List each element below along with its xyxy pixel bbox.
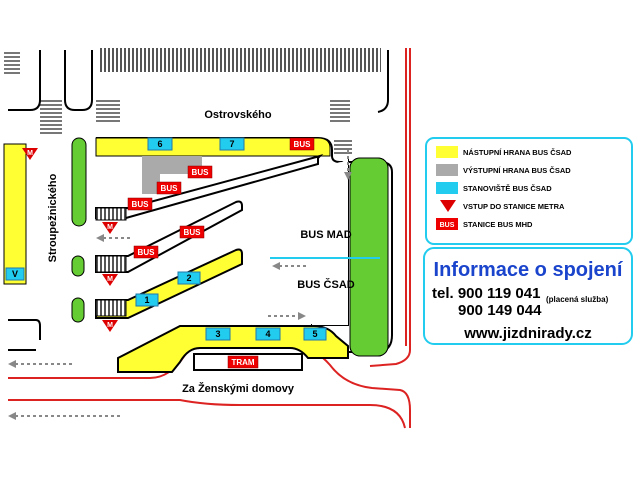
left-platform: [3, 143, 27, 285]
legend-swatch-bus: [436, 218, 458, 230]
area-bus-csad: BUS ČSAD: [297, 278, 355, 291]
street-top-label: Ostrovského: [204, 109, 272, 121]
stand-2-box: [177, 271, 201, 285]
green-strip-low: [71, 297, 85, 323]
exit-area-block: [142, 172, 160, 194]
island-lower-exit: [95, 299, 127, 317]
bus-stop-label: BUS: [138, 248, 156, 257]
stand-2-label: 2: [186, 273, 191, 283]
bottom-platform: [117, 325, 349, 373]
legend-label-3: VSTUP DO STANICE METRA: [463, 202, 565, 211]
crosswalk-left-edge: [4, 52, 20, 76]
metro-label: M: [107, 322, 113, 329]
info-note: (placená služba): [546, 295, 609, 304]
bus-stop-label: BUS: [132, 200, 150, 209]
tram-stop-label: TRAM: [231, 358, 254, 367]
stand-6-label: 6: [157, 139, 162, 149]
bus-stop-box: [133, 245, 159, 259]
bus-stop-label: BUS: [192, 168, 210, 177]
metro-icon: [102, 320, 118, 332]
metro-icon: [22, 148, 38, 160]
area-bus-mad: BUS MAD: [300, 229, 351, 241]
legend: BUS NÁSTUPNÍ HRANA BUS ČSAD VÝSTUPNÍ HRA…: [425, 137, 633, 245]
stand-5-label: 5: [312, 329, 317, 339]
info-frame: [423, 247, 633, 345]
legend-label-2: STANOVIŠTĚ BUS ČSAD: [463, 184, 552, 193]
stand-7-box: [219, 137, 245, 151]
street-left-label: Stroupežnického: [47, 173, 59, 262]
green-mask: [312, 158, 348, 325]
crosswalk-left-top: [40, 100, 62, 136]
stand-1-label: 1: [144, 295, 149, 305]
green-strip-mid: [71, 255, 85, 277]
legend-label-4: STANICE BUS MHD: [463, 220, 533, 229]
island-middle-exit: [95, 255, 127, 273]
crosswalk-right: [334, 138, 352, 154]
bus-stop-box: [127, 197, 153, 211]
stand-3-label: 3: [215, 329, 220, 339]
legend-box: [425, 137, 633, 245]
crosswalk-top-left: [96, 100, 120, 124]
street-bottom-label: Za Ženskými domovy: [182, 382, 295, 395]
bus-stop-box: [187, 165, 213, 179]
metro-label: M: [27, 150, 33, 157]
stand-6-box: [147, 137, 173, 151]
info-phone2: 900 149 044: [458, 302, 542, 319]
info-phone1: tel. 900 119 041: [432, 285, 540, 302]
legend-bus-swatch-text: BUS: [440, 222, 455, 229]
exit-area-top: [142, 156, 202, 174]
metro-icon: [102, 274, 118, 286]
info-url[interactable]: www.jizdnirady.cz: [463, 325, 592, 342]
stand-v-box: [5, 267, 25, 281]
island-lower: [95, 248, 243, 319]
stand-4-box: [255, 327, 281, 341]
stand-5-box: [303, 327, 327, 341]
legend-metro-icon: [440, 200, 456, 212]
arrow-heads: [8, 172, 352, 420]
legend-label-1: VÝSTUPNÍ HRANA BUS ČSAD: [463, 166, 571, 175]
flow-arrows: [16, 150, 349, 417]
bus-stop-box: [179, 225, 205, 239]
island-upper-exit: [95, 207, 127, 221]
stand-7-label: 7: [229, 139, 234, 149]
metro-label: M: [107, 224, 113, 231]
bus-stop-markers: [127, 137, 315, 369]
top-crosswalk: [98, 48, 381, 72]
bus-stop-label: BUS: [161, 184, 179, 193]
bus-stop-label: BUS: [294, 140, 312, 149]
crosswalk-top-right: [330, 100, 350, 124]
bus-stop-box: [289, 137, 315, 151]
legend-swatch-yellow: [436, 146, 458, 158]
bus-stop-box: [156, 181, 182, 195]
legend-swatch-cyan: [436, 182, 458, 194]
stand-3-box: [205, 327, 231, 341]
bus-stop-label: BUS: [184, 228, 202, 237]
tram-stop-box: [227, 355, 259, 369]
metro-icon: [102, 222, 118, 234]
metro-entrances: [22, 148, 118, 332]
info-box: Informace o spojení tel. 900 119 041 900…: [423, 247, 633, 345]
street-outlines: [8, 50, 389, 351]
legend-swatch-grey: [436, 164, 458, 176]
green-strip-left: [71, 137, 87, 227]
stand-markers: [5, 137, 327, 341]
legend-label-0: NÁSTUPNÍ HRANA BUS ČSAD: [463, 148, 572, 157]
stand-v-label: V: [12, 269, 18, 279]
stand-1-box: [135, 293, 159, 307]
stand-4-label: 4: [265, 329, 270, 339]
metro-label: M: [107, 276, 113, 283]
info-title: Informace o spojení: [434, 259, 624, 281]
